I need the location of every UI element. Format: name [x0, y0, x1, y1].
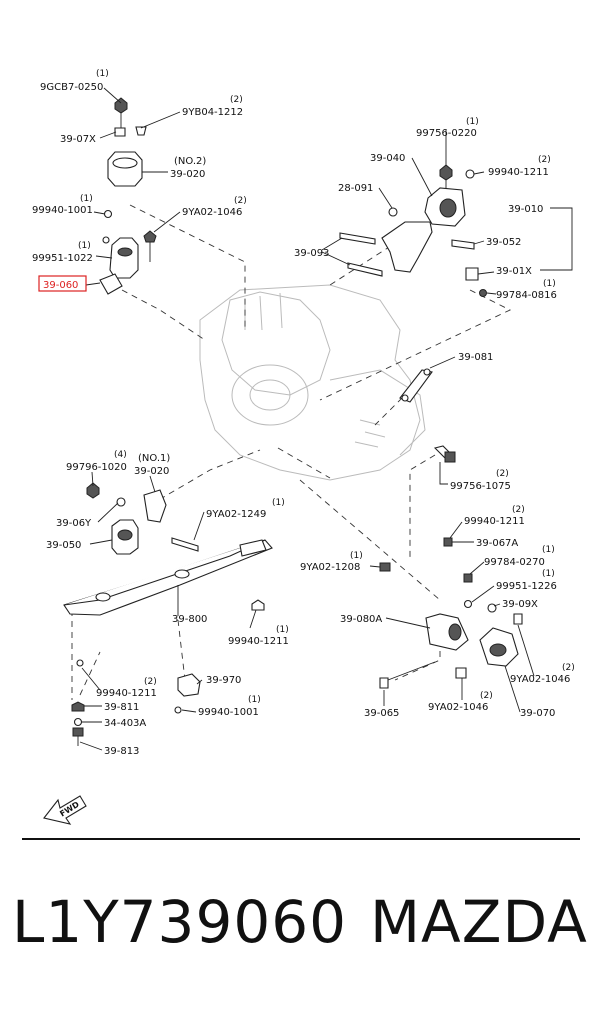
qty-9gcb7: (1) [96, 69, 109, 79]
fwd-arrow-icon: FWD [43, 795, 87, 825]
part-number: L1Y739060 [12, 888, 348, 956]
label-99940-1211-left: 99940-1211 [96, 688, 157, 699]
qty-9ya02-1046-right: (2) [562, 663, 575, 673]
label-99756-0220: 99756-0220 [416, 128, 477, 139]
label-99951-1022: 99951-1022 [32, 253, 93, 264]
qty-99940-1211-upper: (2) [538, 155, 551, 165]
label-39-065: 39-065 [364, 708, 399, 719]
label-9yb04-1212: 9YB04-1212 [182, 107, 243, 118]
label-39-970: 39-970 [206, 675, 241, 686]
qty-9ya02-1046-upper: (2) [234, 196, 247, 206]
label-99951-1226: 99951-1226 [496, 581, 557, 592]
separator-line [22, 838, 580, 840]
label-99940-1001-lower: 99940-1001 [198, 707, 259, 718]
qty-99940-1001-lower: (1) [248, 695, 261, 705]
upper-left-mount [99, 97, 157, 295]
label-34-403a: 34-403A [104, 718, 146, 729]
qty-99940-1211-center: (1) [276, 625, 289, 635]
label-39-070: 39-070 [520, 708, 555, 719]
label-99796-1020: 99796-1020 [66, 462, 127, 473]
label-no1: (NO.1) [138, 453, 170, 464]
label-9gcb7-0250: 9GCB7-0250 [40, 82, 103, 93]
label-39-052: 39-052 [486, 237, 521, 248]
qty-99951-1226: (1) [542, 569, 555, 579]
label-9ya02-1046-upper: 9YA02-1046 [182, 207, 242, 218]
label-39-01x: 39-01X [496, 266, 532, 277]
qty-9ya02-1208: (1) [350, 551, 363, 561]
label-99940-1001-upper: 99940-1001 [32, 205, 93, 216]
label-28-091: 28-091 [338, 183, 373, 194]
label-99940-1211-center: 99940-1211 [228, 636, 289, 647]
qty-99784-0816: (1) [543, 279, 556, 289]
label-39-040: 39-040 [370, 153, 405, 164]
label-39-060: 39-060 [43, 280, 78, 291]
label-9ya02-1046-lower: 9YA02-1046 [428, 702, 488, 713]
qty-9yb04: (2) [230, 95, 243, 105]
caption: L1Y739060 MAZDA [0, 888, 600, 978]
label-39-06y: 39-06Y [56, 518, 92, 529]
label-39-811: 39-811 [104, 702, 139, 713]
highlight-box [38, 275, 87, 292]
label-9ya02-1046-right: 9YA02-1046 [510, 674, 570, 685]
qty-99951-1022: (1) [78, 241, 91, 251]
label-39-010: 39-010 [508, 204, 543, 215]
leader-lines [79, 87, 573, 751]
label-no2: (NO.2) [174, 156, 206, 167]
label-39-020-lower: 39-020 [134, 466, 169, 477]
qty-99756-0220: (1) [466, 117, 479, 127]
label-99756-1075: 99756-1075 [450, 481, 511, 492]
label-39-020-upper: 39-020 [170, 169, 205, 180]
label-99940-1211-right: 99940-1211 [464, 516, 525, 527]
label-39-07x: 39-07X [60, 134, 96, 145]
brand-name: MAZDA [370, 888, 588, 956]
label-39-813: 39-813 [104, 746, 139, 757]
label-39-080a: 39-080A [340, 614, 382, 625]
label-39-800: 39-800 [172, 614, 207, 625]
stay-bracket [399, 368, 456, 463]
label-39-050: 39-050 [46, 540, 81, 551]
lower-left-mount [63, 482, 273, 746]
upper-right-mount [339, 164, 487, 297]
label-39-081: 39-081 [458, 352, 493, 363]
qty-99940-1211-right: (2) [512, 505, 525, 515]
label-9ya02-1208: 9YA02-1208 [300, 562, 360, 573]
label-9ya02-1249: 9YA02-1249 [206, 509, 266, 520]
engine-outline [199, 284, 426, 481]
qty-99940-1211-left: (2) [144, 677, 157, 687]
qty-9ya02-1046-lower: (2) [480, 691, 493, 701]
label-39-067a: 39-067A [476, 538, 518, 549]
part-labels: (1) 9GCB7-0250 (2) 9YB04-1212 39-07X (NO… [32, 69, 575, 757]
parts-diagram: FWD [32, 69, 575, 825]
qty-99756-1075: (2) [496, 469, 509, 479]
label-39-09x: 39-09X [502, 599, 538, 610]
label-99784-0270: 99784-0270 [484, 557, 545, 568]
lower-right-mount [379, 537, 523, 689]
qty-9ya02-1249: (1) [272, 498, 285, 508]
qty-99940-1001-upper: (1) [80, 194, 93, 204]
label-39-093: 39-093 [294, 248, 329, 259]
qty-99796-1020: (4) [114, 450, 127, 460]
qty-99784-0270: (1) [542, 545, 555, 555]
label-99940-1211-upper: 99940-1211 [488, 167, 549, 178]
label-99784-0816: 99784-0816 [496, 290, 557, 301]
